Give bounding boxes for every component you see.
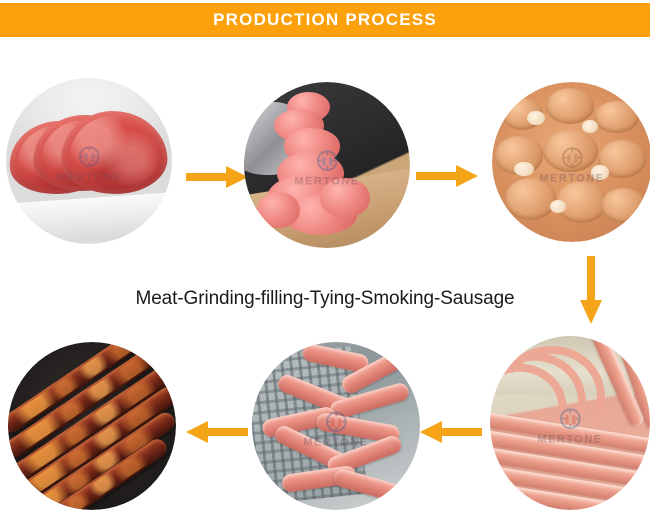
step-image-grinding: MERTONE bbox=[244, 82, 410, 248]
header-banner: PRODUCTION PROCESS bbox=[0, 3, 650, 37]
step-image-linked-sausage: MERTONE bbox=[490, 336, 650, 510]
arrow-step4-to-step5 bbox=[420, 419, 482, 450]
step-image-raw-meat: MERTONE bbox=[6, 78, 172, 244]
arrow-step3-to-step4 bbox=[578, 256, 604, 329]
step-image-sausage-crate: MERTONE bbox=[252, 342, 420, 510]
page-title: PRODUCTION PROCESS bbox=[213, 10, 437, 29]
process-caption: Meat-Grinding-filling-Tying-Smoking-Saus… bbox=[135, 288, 515, 309]
step-image-smoked-sausage bbox=[8, 342, 176, 510]
step-image-filling-paste: MERTONE bbox=[492, 82, 650, 242]
arrow-step1-to-step2 bbox=[186, 164, 248, 195]
arrow-step5-to-step6 bbox=[186, 419, 248, 450]
arrow-step2-to-step3 bbox=[416, 163, 478, 194]
